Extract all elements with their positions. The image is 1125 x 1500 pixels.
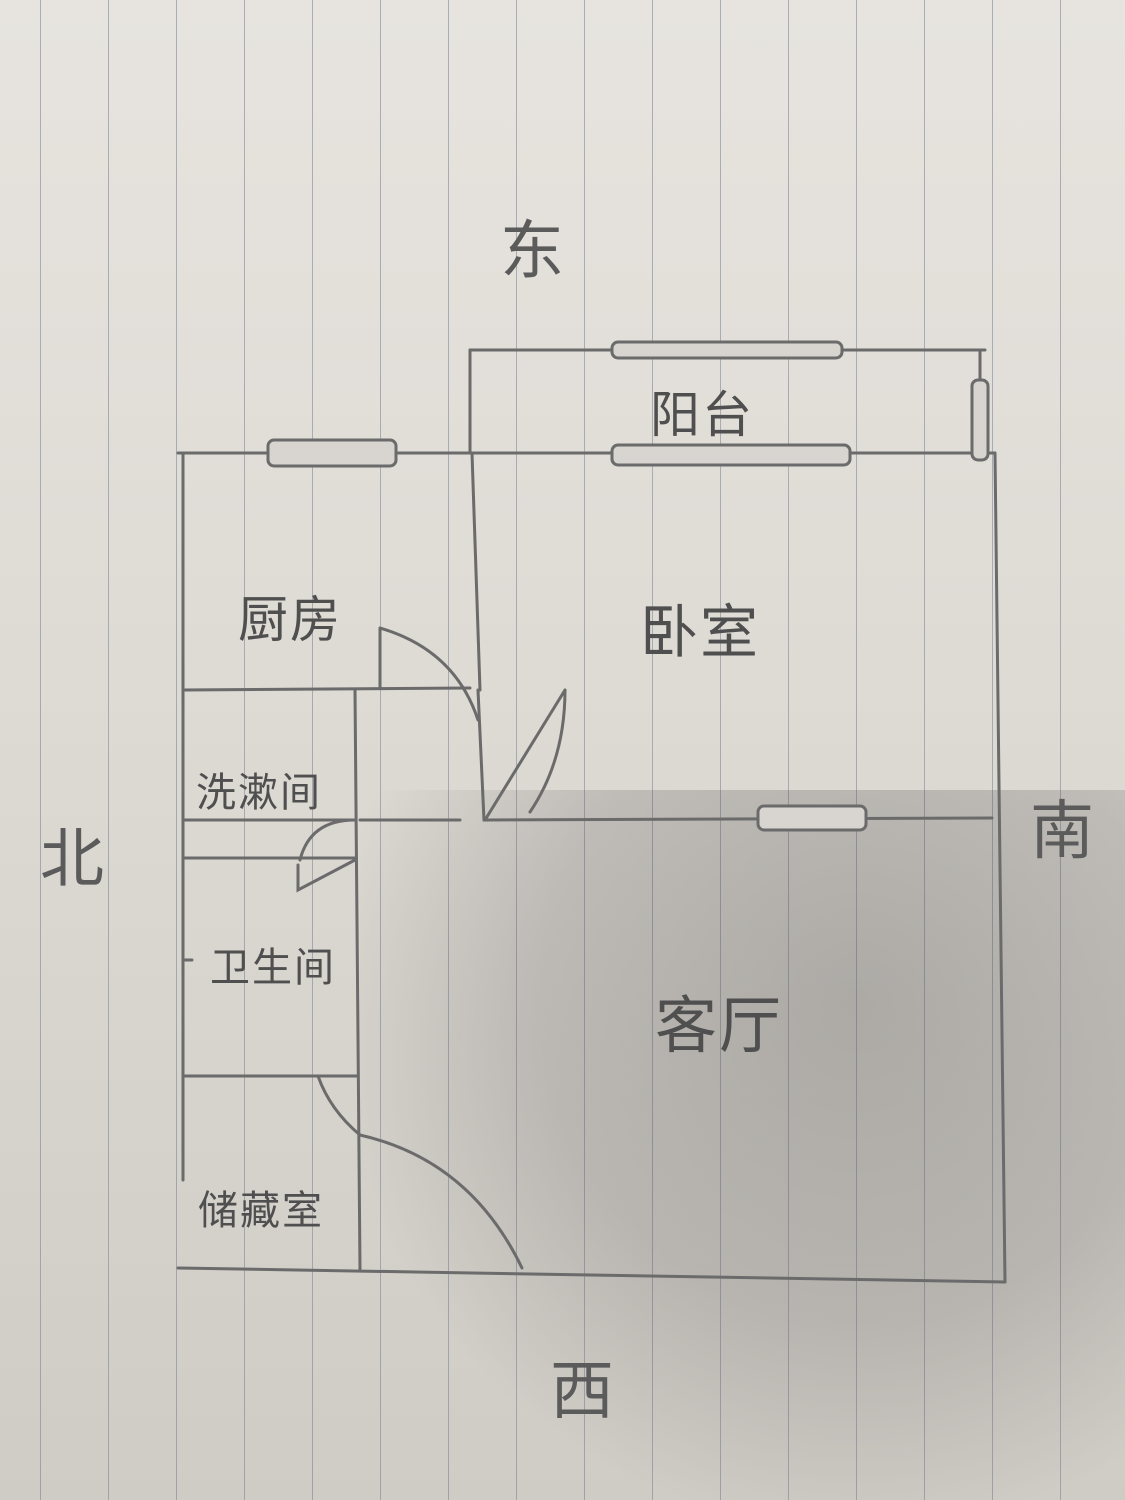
grid-line — [244, 0, 245, 1500]
grid-line — [992, 0, 993, 1500]
grid-line — [788, 0, 789, 1500]
grid-line — [584, 0, 585, 1500]
compass-north: 北 — [40, 823, 106, 897]
room-living-room: 客厅 — [655, 989, 784, 1062]
bedroom-door — [483, 688, 567, 822]
grid-line — [312, 0, 313, 1500]
room-balcony: 阳台 — [650, 386, 754, 444]
grid-line — [108, 0, 109, 1500]
storage-door — [316, 1074, 362, 1137]
grid-line — [176, 0, 177, 1500]
grid-line — [448, 0, 449, 1500]
bathroom-door — [296, 818, 357, 893]
room-laundry: 洗漱间 — [196, 770, 322, 816]
grid-line — [516, 0, 517, 1500]
west-wall — [176, 1266, 1007, 1284]
grid-line — [720, 0, 721, 1500]
balcony-side-window — [970, 378, 990, 462]
kitchen-window — [266, 438, 398, 468]
bedroom-living-wall — [482, 816, 994, 822]
grid-line — [856, 0, 857, 1500]
compass-west: 西 — [550, 1355, 616, 1429]
grid-line — [380, 0, 381, 1500]
kitchen-door — [378, 626, 480, 722]
bedroom-wall — [470, 451, 482, 692]
south-wall — [993, 451, 1007, 1284]
room-storage: 储藏室 — [198, 1188, 324, 1234]
grid-line — [40, 0, 41, 1500]
corridor-wall — [353, 688, 362, 1272]
balcony-window-inner — [610, 443, 852, 467]
balcony-window-outer — [610, 340, 844, 360]
grid-line — [652, 0, 653, 1500]
bedroom-window — [756, 804, 868, 832]
kitchen-wall — [181, 686, 472, 692]
room-bedroom: 卧室 — [640, 598, 761, 666]
grid-line — [924, 0, 925, 1500]
entrance-door — [358, 1133, 524, 1270]
grid-line — [1060, 0, 1061, 1500]
room-bathroom: 卫生间 — [210, 945, 336, 991]
photo-shadow — [360, 790, 1125, 1500]
room-kitchen: 厨房 — [238, 591, 342, 649]
bedroom-wall — [476, 688, 486, 822]
compass-east: 东 — [500, 215, 566, 289]
compass-south: 南 — [1030, 795, 1096, 869]
